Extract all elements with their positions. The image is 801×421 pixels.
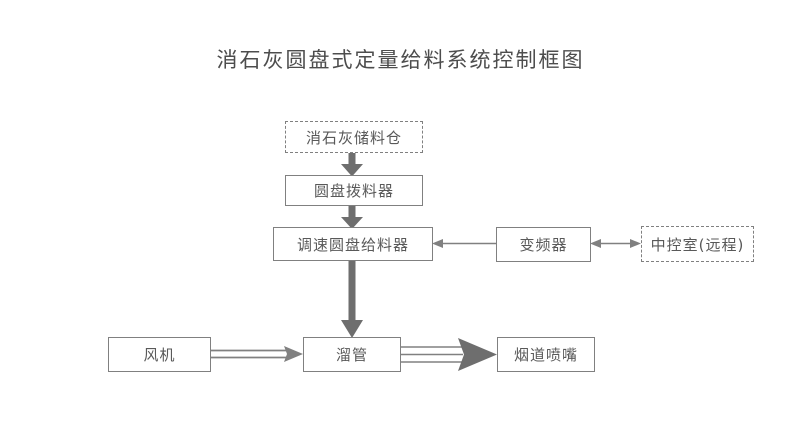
connector-silo-to-scraper <box>341 152 363 177</box>
node-blower-label: 风机 <box>143 346 176 364</box>
node-chute-label: 溜管 <box>335 346 368 364</box>
connector-blower-to-chute <box>210 346 303 362</box>
node-disc-scraper-label: 圆盘拨料器 <box>313 182 394 200</box>
connector-inverter-to-feeder <box>432 239 496 248</box>
node-control-room-label: 中控室(远程) <box>650 235 745 254</box>
connector-scraper-to-feeder <box>341 205 363 229</box>
connector-feeder-to-chute <box>341 260 363 338</box>
node-storage-silo-label: 消石灰储料仓 <box>305 128 402 147</box>
node-speed-disc-feeder[interactable]: 调速圆盘给料器 <box>273 227 433 261</box>
node-blower[interactable]: 风机 <box>108 337 211 372</box>
node-control-room[interactable]: 中控室(远程) <box>641 226 754 262</box>
node-speed-disc-feeder-label: 调速圆盘给料器 <box>296 235 409 254</box>
node-inverter[interactable]: 变频器 <box>496 227 591 262</box>
node-disc-scraper[interactable]: 圆盘拨料器 <box>285 175 423 206</box>
node-storage-silo[interactable]: 消石灰储料仓 <box>285 121 423 153</box>
node-flue-nozzle-label: 烟道喷嘴 <box>513 346 578 364</box>
page-title: 消石灰圆盘式定量给料系统控制框图 <box>216 48 585 72</box>
node-inverter-label: 变频器 <box>519 236 568 254</box>
node-chute[interactable]: 溜管 <box>303 337 401 372</box>
node-flue-nozzle[interactable]: 烟道喷嘴 <box>497 337 595 372</box>
connector-chute-to-nozzle <box>400 338 497 371</box>
connector-inverter-control-room <box>590 239 641 248</box>
